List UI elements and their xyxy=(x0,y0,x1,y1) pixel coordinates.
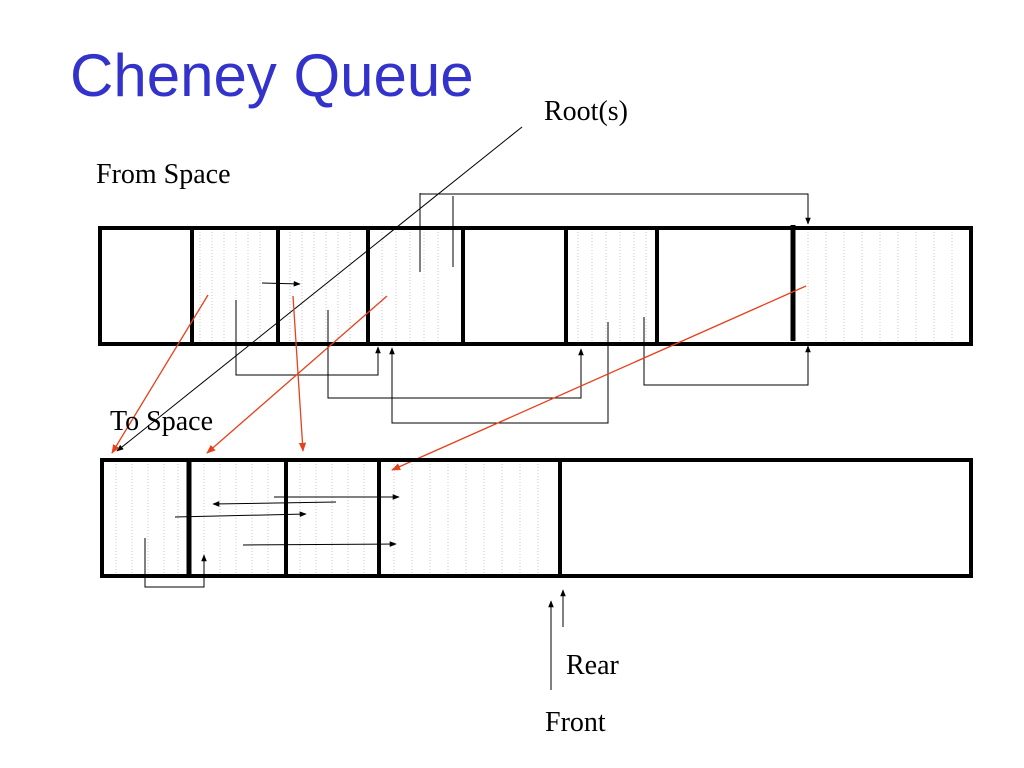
from-space-pointers xyxy=(235,193,811,424)
front-label: Front xyxy=(545,707,606,738)
slide-title: Cheney Queue xyxy=(70,42,474,109)
to-space-copied-fill xyxy=(115,461,539,575)
from-space-heap xyxy=(98,225,973,346)
to-space-label: To Space xyxy=(110,406,214,437)
forwarding-pointers xyxy=(111,285,807,471)
to-space-outline xyxy=(100,458,973,578)
from-space-dividers xyxy=(190,225,796,344)
from-space-outline xyxy=(98,226,973,346)
root-pointer-line xyxy=(116,126,523,452)
from-space-label: From Space xyxy=(96,159,231,190)
to-space-dividers xyxy=(186,460,562,576)
roots-label: Root(s) xyxy=(544,96,628,127)
from-space-copied-fill xyxy=(199,229,953,343)
to-space-pointers xyxy=(144,494,400,588)
rear-label: Rear xyxy=(566,650,619,681)
to-space-heap xyxy=(100,458,973,578)
